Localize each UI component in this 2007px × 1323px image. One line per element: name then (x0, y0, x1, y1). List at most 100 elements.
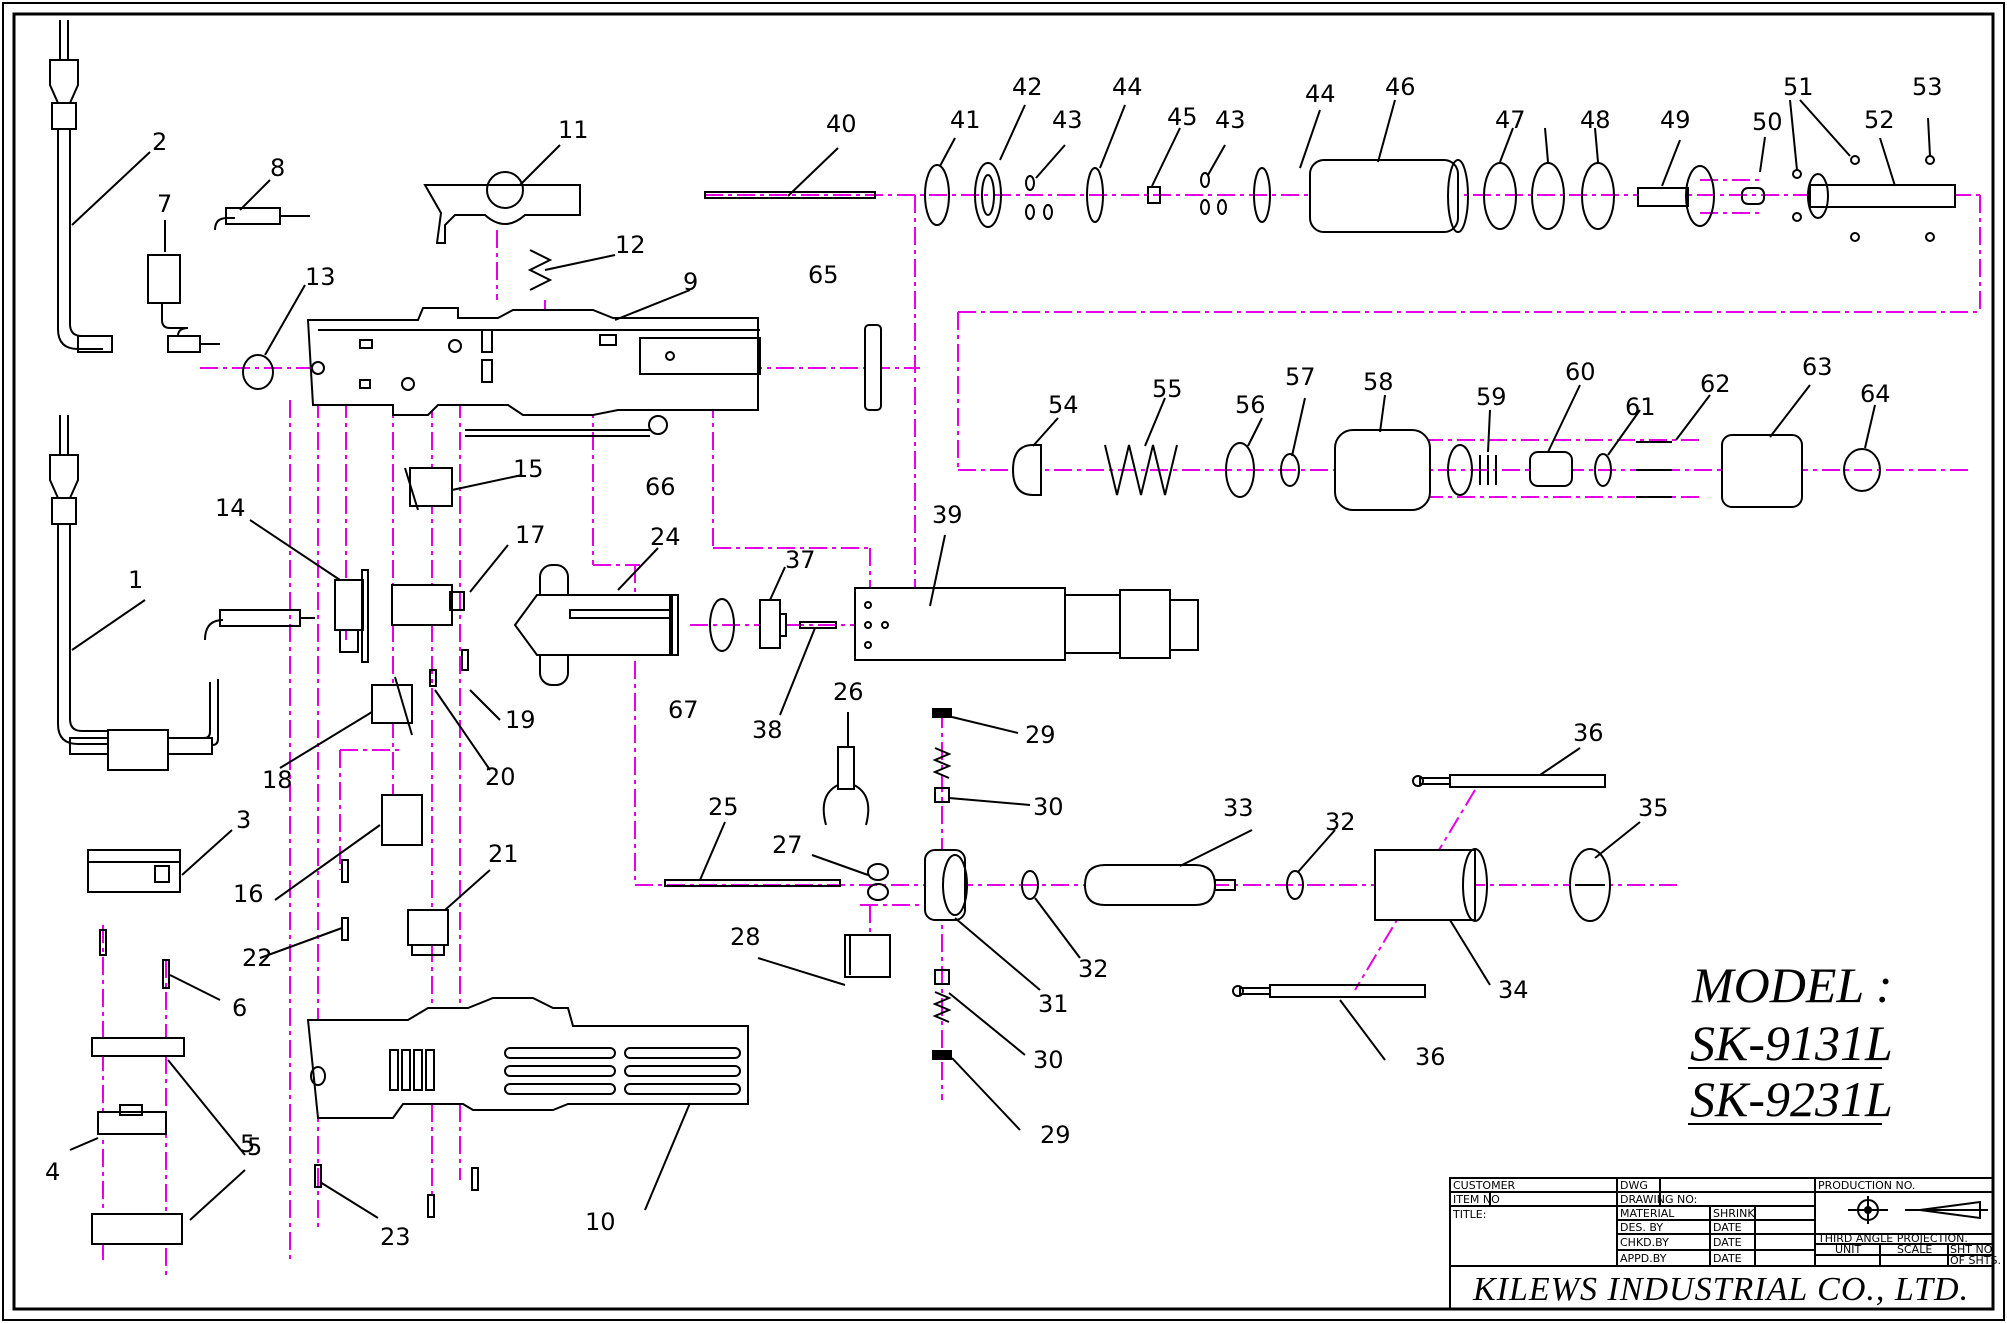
part-26 (822, 746, 870, 826)
callout-22: 22 (242, 944, 273, 972)
callout-36: 36 (1573, 719, 1604, 747)
callout-41: 41 (950, 106, 981, 134)
part-14 (334, 569, 369, 663)
callout-5b: 5 (240, 1130, 255, 1158)
part-7 (147, 254, 181, 304)
housing-10 (306, 997, 749, 1119)
callout-29: 29 (1025, 721, 1056, 749)
part-21 (407, 909, 449, 956)
part-16 (381, 794, 423, 846)
callout-55: 55 (1152, 375, 1183, 403)
callout-39: 39 (932, 501, 963, 529)
tb-scale: SCALE (1897, 1243, 1932, 1256)
callout-11: 11 (558, 116, 589, 144)
callout-65: 65 (808, 261, 839, 289)
callout-48: 48 (1580, 106, 1611, 134)
callout-16: 16 (233, 880, 264, 908)
model-number-2: SK-9231L (1690, 1071, 1893, 1127)
cable-14 (204, 609, 315, 641)
callout-19: 19 (505, 706, 536, 734)
tb-appd-by: APPD.BY (1620, 1252, 1667, 1265)
part-65 (864, 324, 882, 411)
callout-63: 63 (1802, 353, 1833, 381)
tb-dwg: DWG (1620, 1179, 1648, 1192)
tb-date-3: DATE (1713, 1252, 1742, 1265)
tb-drawing-no: DRAWING NO: (1620, 1193, 1697, 1206)
tb-projection: THIRD ANGLE PROJECTION. (1817, 1232, 1968, 1245)
callout-64: 64 (1860, 380, 1891, 408)
callout-8: 8 (270, 154, 285, 182)
tb-material: MATERIAL (1620, 1207, 1675, 1220)
part-17 (391, 584, 465, 626)
callout-18: 18 (262, 766, 293, 794)
part-32-left (1021, 870, 1039, 900)
part-35 (1569, 848, 1611, 922)
callout-15: 15 (513, 455, 544, 483)
callout-38: 38 (752, 716, 783, 744)
model-title: MODEL : (1691, 957, 1892, 1013)
part-29-30-top (932, 708, 952, 803)
callout-43: 43 (1052, 106, 1083, 134)
callout-32: 32 (1325, 808, 1356, 836)
callout-67: 67 (668, 696, 699, 724)
callout-59: 59 (1476, 383, 1507, 411)
callout-21: 21 (488, 840, 519, 868)
callout-7: 7 (157, 190, 172, 218)
callout-27: 27 (772, 831, 803, 859)
model-number-1: SK-9131L (1690, 1015, 1893, 1071)
part-37 (759, 599, 787, 649)
part-36-bottom (1232, 984, 1426, 998)
callout-56: 56 (1235, 391, 1266, 419)
callout-60: 60 (1565, 358, 1596, 386)
tb-customer: CUSTOMER (1453, 1179, 1516, 1192)
callout-2: 2 (152, 128, 167, 156)
callout-29b: 29 (1040, 1121, 1071, 1149)
callout-33: 33 (1223, 794, 1254, 822)
tb-unit: UNIT (1835, 1243, 1862, 1256)
callout-31: 31 (1038, 990, 1069, 1018)
callout-58: 58 (1363, 368, 1394, 396)
part-28 (844, 934, 891, 978)
callout-43b: 43 (1215, 106, 1246, 134)
callout-61: 61 (1625, 393, 1656, 421)
tb-production-no: PRODUCTION NO. (1818, 1179, 1915, 1192)
tb-date-1: DATE (1713, 1221, 1742, 1234)
model-block: MODEL : SK-9131L SK-9231L (1688, 957, 1893, 1127)
callout-14: 14 (215, 494, 246, 522)
callout-54: 54 (1048, 391, 1079, 419)
tb-chkd-by: CHKD.BY (1620, 1236, 1669, 1249)
callout-46: 46 (1385, 73, 1416, 101)
part-18 (371, 676, 413, 736)
callout-51: 51 (1783, 73, 1814, 101)
callout-30b: 30 (1033, 1046, 1064, 1074)
callout-44b: 44 (1305, 80, 1336, 108)
callout-12: 12 (615, 231, 646, 259)
callout-1: 1 (128, 566, 143, 594)
top-assembly (704, 155, 1956, 242)
part-15 (404, 467, 453, 511)
tb-of-shts: OF SHTS. (1950, 1254, 2001, 1267)
housing-9 (306, 307, 761, 416)
part-36-top (1412, 774, 1606, 788)
tb-date-2: DATE (1713, 1236, 1742, 1249)
callout-20: 20 (485, 763, 516, 791)
callout-24: 24 (650, 523, 681, 551)
part-38 (799, 621, 837, 629)
part-5-upper (91, 1037, 185, 1057)
tb-title: TITLE: (1452, 1208, 1486, 1221)
inner-border (12, 12, 1995, 1311)
part-3 (87, 849, 181, 893)
part-31 (924, 849, 968, 921)
callout-6: 6 (232, 994, 247, 1022)
callout-28: 28 (730, 923, 761, 951)
callout-5: 5 (247, 1133, 262, 1161)
callout-25: 25 (708, 793, 739, 821)
callout-42: 42 (1012, 73, 1043, 101)
callout-30: 30 (1033, 793, 1064, 821)
power-cord-2 (49, 20, 220, 353)
title-block: CUSTOMER ITEM NO TITLE: DWG DRAWING NO: … (1449, 1177, 2001, 1310)
callout-34: 34 (1498, 976, 1529, 1004)
part-39 (854, 587, 1199, 661)
trigger-11 (423, 171, 581, 244)
callout-57: 57 (1285, 363, 1316, 391)
